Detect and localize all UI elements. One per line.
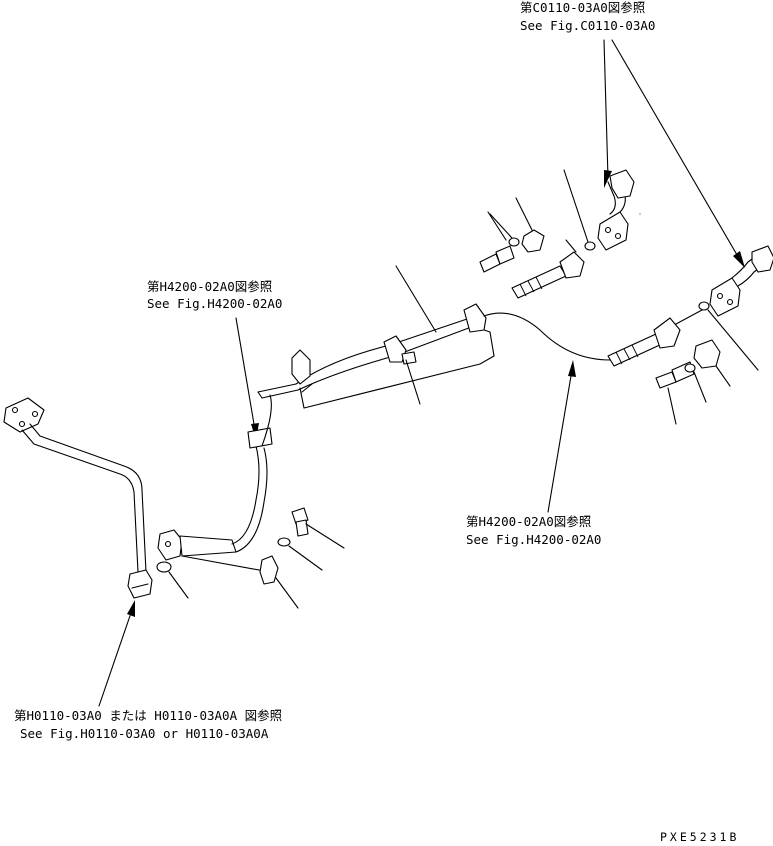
- left-pipe-assembly: [3, 397, 189, 599]
- mounting-plate: [303, 329, 495, 409]
- flange-half-left: [259, 555, 279, 585]
- flange-right: [709, 277, 741, 317]
- reference-middle-left: 第H4200-02A0図参照 See Fig.H4200-02A0: [147, 279, 282, 311]
- o-ring-upper: [584, 241, 596, 251]
- clip-left: [247, 427, 273, 449]
- washer-upper: [508, 237, 520, 247]
- reference-middle-right-jp: 第H4200-02A0図参照: [466, 514, 591, 529]
- left-hose-assembly: [157, 427, 345, 609]
- o-ring-right: [698, 301, 710, 311]
- reference-top-right-jp: 第C0110-03A0図参照: [520, 0, 645, 15]
- clamp-3: [463, 303, 487, 333]
- reference-top-right-en: See Fig.C0110-03A0: [520, 18, 655, 33]
- reference-bottom-left-en: See Fig.H0110-03A0 or H0110-03A0A: [20, 726, 269, 741]
- flange-upper: [597, 211, 629, 251]
- flange-half-upper: [521, 229, 545, 253]
- reference-middle-left-en: See Fig.H4200-02A0: [147, 296, 282, 311]
- reference-top-right: 第C0110-03A0図参照 See Fig.C0110-03A0: [520, 0, 655, 33]
- clamp-1: [291, 349, 311, 385]
- washer-left: [277, 537, 291, 547]
- right-fittings: [607, 245, 773, 425]
- drawing-code: PXE5231B: [660, 830, 739, 844]
- flange-half-right: [693, 339, 721, 369]
- reference-middle-right-en: See Fig.H4200-02A0: [466, 532, 601, 547]
- reference-middle-left-jp: 第H4200-02A0図参照: [147, 279, 272, 294]
- reference-bottom-left-jp: 第H0110-03A0 または H0110-03A0A 図参照: [14, 708, 282, 723]
- reference-bottom-left: 第H0110-03A0 または H0110-03A0A 図参照 See Fig.…: [14, 708, 282, 741]
- reference-middle-right: 第H4200-02A0図参照 See Fig.H4200-02A0: [466, 514, 601, 547]
- o-ring-left: [156, 561, 172, 573]
- upper-fittings: [479, 169, 641, 299]
- center-tube-assembly: [257, 265, 631, 447]
- washer-right: [684, 363, 696, 373]
